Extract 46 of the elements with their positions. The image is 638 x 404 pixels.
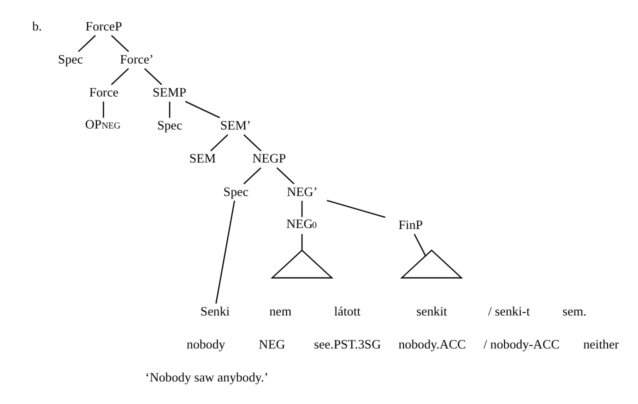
node-triangle [270, 248, 334, 278]
label: senkit [416, 304, 448, 318]
connector [326, 199, 386, 218]
connector [102, 101, 104, 118]
connector [414, 233, 426, 256]
label: nobody [186, 336, 226, 351]
label: / nobody-ACC [484, 336, 560, 351]
node-text: NEG0 [286, 216, 317, 230]
node-text: SEMP [152, 85, 186, 100]
node-text: Senki [200, 304, 230, 318]
node-text: Spec [223, 184, 248, 198]
label: b. [32, 18, 42, 33]
connector [215, 200, 236, 304]
node-text: OPNEG [85, 117, 121, 132]
label: / senki-t [488, 304, 530, 318]
connector [276, 166, 294, 184]
node-text: SEM [189, 151, 216, 166]
connector [301, 200, 303, 217]
label: see.PST.3SG [314, 336, 381, 351]
connector [169, 101, 170, 118]
connector [111, 34, 130, 52]
connector [243, 134, 262, 151]
node-text: Spec [157, 118, 182, 132]
connector [185, 100, 220, 118]
label: ‘Nobody saw anybody.’ [145, 370, 268, 384]
node-text: NEGP [252, 151, 286, 166]
node-text: Force [89, 85, 118, 100]
label: látott [334, 304, 361, 318]
node-text: Force’ [120, 52, 154, 66]
connector [144, 68, 162, 85]
label: sem. [562, 304, 587, 318]
connector [78, 34, 96, 52]
label: nem [269, 304, 292, 318]
node-triangle [400, 248, 463, 278]
node-text: FinP [398, 217, 423, 232]
connector [301, 233, 303, 250]
node-text: NEG’ [286, 184, 318, 198]
label: NEG [258, 336, 286, 351]
node-text: Spec [58, 52, 83, 66]
connector [110, 68, 129, 85]
connector [243, 166, 262, 184]
label: nobody.ACC [398, 336, 466, 351]
connector [210, 134, 228, 151]
label: neither [583, 336, 619, 351]
node-text: ForceP [86, 18, 122, 33]
node-text: SEM’ [220, 118, 251, 132]
